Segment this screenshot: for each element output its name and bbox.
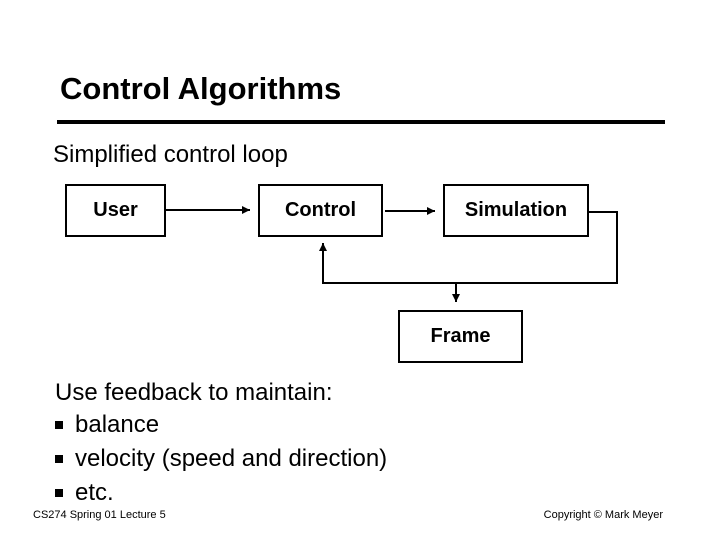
slide-subtitle: Simplified control loop bbox=[53, 141, 288, 168]
title-underline-rule bbox=[57, 120, 665, 124]
bullet-item-label: etc. bbox=[75, 479, 114, 506]
footer-copyright-label: Copyright © Mark Meyer bbox=[543, 509, 663, 521]
bullet-item-velocity: velocity (speed and direction) bbox=[55, 442, 387, 476]
slide-title: Control Algorithms bbox=[60, 71, 342, 106]
bullet-item-balance: balance bbox=[55, 408, 387, 442]
diagram-box-simulation: Simulation bbox=[443, 184, 589, 237]
diagram-box-control: Control bbox=[258, 184, 383, 237]
diagram-box-frame-label: Frame bbox=[430, 325, 491, 347]
footer-course-label: CS274 Spring 01 Lecture 5 bbox=[33, 509, 166, 521]
bullet-list: balance velocity (speed and direction) e… bbox=[55, 408, 387, 510]
bullet-square-icon bbox=[55, 489, 63, 497]
bullet-item-label: balance bbox=[75, 411, 160, 438]
diagram-box-frame: Frame bbox=[398, 310, 523, 363]
bullet-square-icon bbox=[55, 455, 63, 463]
bullet-square-icon bbox=[55, 421, 63, 429]
diagram-box-control-label: Control bbox=[284, 199, 357, 221]
bullet-item-etc: etc. bbox=[55, 476, 387, 510]
diagram-box-user-label: User bbox=[93, 199, 138, 221]
diagram-box-simulation-label: Simulation bbox=[464, 199, 568, 221]
body-lead-text: Use feedback to maintain: bbox=[55, 379, 333, 406]
diagram-box-user: User bbox=[65, 184, 166, 237]
bullet-item-label: velocity (speed and direction) bbox=[75, 445, 388, 472]
